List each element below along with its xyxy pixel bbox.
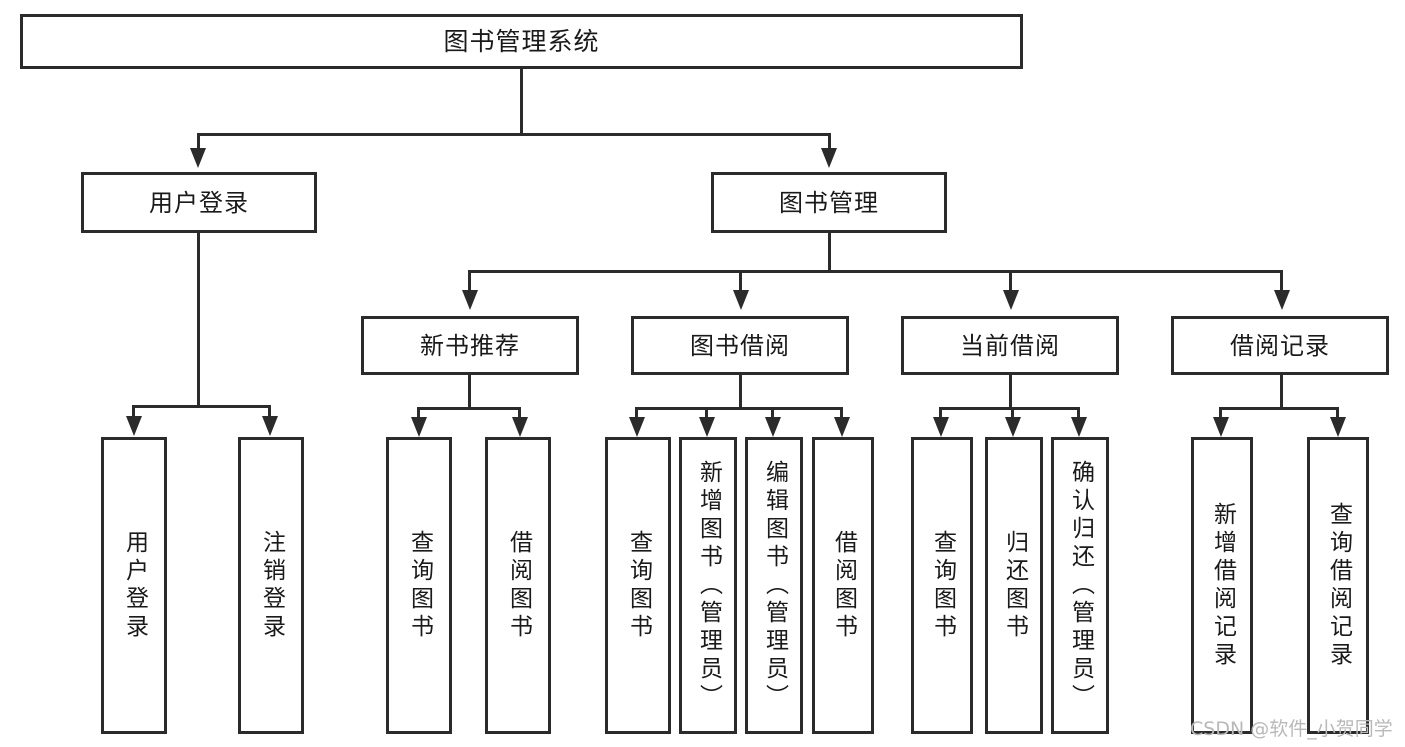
arrow-head-bookborrow-2 [699,417,715,437]
leaf-logout[interactable]: 注销登录 [238,437,304,734]
node-label: 新增图书（管理员） [695,459,722,712]
arrow-head-bookmgmt-3 [1003,290,1019,310]
connector-newbook-drop-2 [518,407,521,419]
node-current-borrow[interactable]: 当前借阅 [901,316,1119,375]
leaf-user-login[interactable]: 用户登录 [101,437,167,734]
node-label: 图书管理 [779,188,879,217]
arrow-head-bookmgmt-1 [462,290,478,310]
node-label: 编辑图书（管理员） [761,459,788,712]
arrow-head-currentborrow-1 [933,417,949,437]
leaf-return-books[interactable]: 归还图书 [985,437,1043,734]
leaf-edit-book-admin[interactable]: 编辑图书（管理员） [745,437,803,734]
arrow-head-newbook-1 [411,417,427,437]
leaf-add-book-admin[interactable]: 新增图书（管理员） [679,437,737,734]
connector-bookmgmt-drop-3 [1009,270,1012,292]
connector-bookborrow-drop-2 [705,407,708,419]
leaf-query-borrow-record[interactable]: 查询借阅记录 [1307,437,1369,734]
connector-borrowrec-stem [1280,375,1283,410]
node-label: 图书借阅 [690,331,790,360]
leaf-add-borrow-record[interactable]: 新增借阅记录 [1191,437,1253,734]
arrow-head-bookmgmt-4 [1274,290,1290,310]
leaf-query-books-borrow[interactable]: 查询图书 [605,437,671,734]
node-user-login[interactable]: 用户登录 [81,172,317,233]
connector-bookmgmt-drop-4 [1280,270,1283,292]
node-label: 查询图书 [929,529,956,642]
node-label: 注销登录 [258,529,285,642]
arrow-head-currentborrow-2 [1005,417,1021,437]
arrow-head-bookborrow-3 [765,417,781,437]
node-label: 查询图书 [406,529,433,642]
connector-bookborrow-stem [739,375,742,410]
arrow-head-login-1 [126,416,142,436]
leaf-borrow-books[interactable]: 借阅图书 [812,437,874,734]
node-label: 确认归还（管理员） [1067,459,1094,712]
connector-currentborrow-drop-3 [1077,407,1080,419]
arrow-head-root-1 [190,148,206,168]
connector-bookmgmt-bus [468,270,1283,273]
node-root-system[interactable]: 图书管理系统 [20,14,1023,69]
node-label: 查询图书 [625,529,652,642]
connector-borrowrec-bus [1219,407,1339,410]
arrow-head-bookborrow-1 [629,417,645,437]
leaf-confirm-return-admin[interactable]: 确认归还（管理员） [1051,437,1109,734]
arrow-head-currentborrow-3 [1071,417,1087,437]
connector-root-bus [197,133,831,136]
arrow-head-borrowrec-2 [1330,417,1346,437]
connector-bookborrow-bus [635,407,843,410]
connector-borrowrec-drop-1 [1219,407,1222,419]
connector-newbook-stem [468,375,471,410]
connector-bookmgmt-drop-1 [468,270,471,292]
connector-currentborrow-stem [1009,375,1012,410]
node-label: 用户登录 [121,529,148,642]
connector-currentborrow-drop-1 [939,407,942,419]
connector-login-bus [132,405,270,408]
connector-login-drop-1 [132,405,135,418]
node-label: 图书管理系统 [443,26,600,56]
leaf-query-books-newbook[interactable]: 查询图书 [386,437,452,734]
node-label: 当前借阅 [960,331,1060,360]
connector-root-stem [520,69,523,133]
connector-bookborrow-drop-1 [635,407,638,419]
connector-currentborrow-drop-2 [1011,407,1014,419]
connector-root-drop-1 [197,133,200,153]
connector-newbook-drop-1 [417,407,420,419]
connector-login-drop-2 [268,405,271,418]
node-label: 借阅图书 [505,529,532,642]
node-book-borrow[interactable]: 图书借阅 [631,316,849,375]
arrow-head-login-2 [262,416,278,436]
connector-bookborrow-drop-4 [840,407,843,419]
connector-root-drop-2 [828,133,831,153]
node-label: 用户登录 [149,188,249,217]
connector-bookborrow-drop-3 [771,407,774,419]
node-book-management[interactable]: 图书管理 [711,172,947,233]
arrow-head-borrowrec-1 [1213,417,1229,437]
node-new-book-recommendation[interactable]: 新书推荐 [361,316,579,375]
node-label: 借阅图书 [830,529,857,642]
connector-bookmgmt-stem [828,233,831,273]
node-label: 查询借阅记录 [1325,501,1352,670]
node-borrow-records[interactable]: 借阅记录 [1171,316,1389,375]
connector-currentborrow-bus [939,407,1080,410]
arrow-head-root-2 [821,148,837,168]
connector-login-stem [197,233,200,408]
connector-bookmgmt-drop-2 [739,270,742,292]
node-label: 归还图书 [1001,529,1028,642]
node-label: 新书推荐 [420,331,520,360]
connector-newbook-bus [417,407,521,410]
connector-borrowrec-drop-2 [1336,407,1339,419]
arrow-head-bookmgmt-2 [733,290,749,310]
leaf-query-books-current[interactable]: 查询图书 [911,437,973,734]
node-label: 借阅记录 [1230,331,1330,360]
leaf-borrow-books-newbook[interactable]: 借阅图书 [485,437,551,734]
node-label: 新增借阅记录 [1209,501,1236,670]
arrow-head-newbook-2 [512,417,528,437]
arrow-head-bookborrow-4 [834,417,850,437]
